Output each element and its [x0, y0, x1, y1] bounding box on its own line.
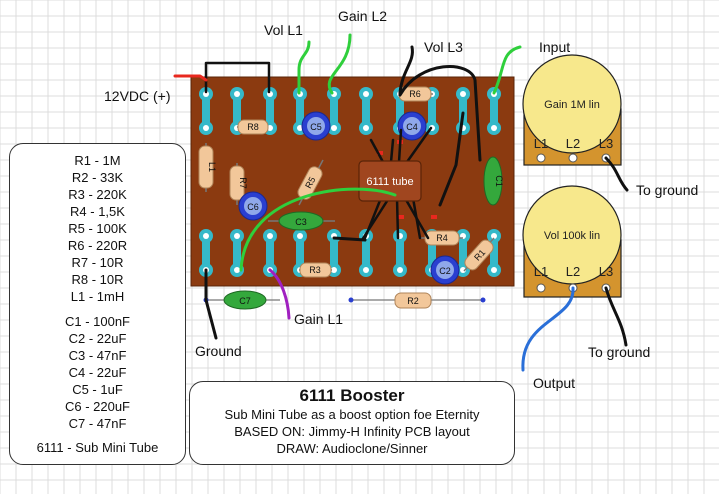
gain-pot-label: Gain 1M lin: [544, 99, 600, 111]
r2-label: R2: [407, 296, 419, 306]
vol-pot-lug-3: L3: [599, 264, 613, 279]
vol-pot: Vol 100k lin L1 L2 L3: [522, 185, 622, 298]
title-heading: 6111 Booster: [299, 386, 405, 405]
parts-list: R1 - 1M R2 - 33K R3 - 220K R4 - 1,5K R5 …: [9, 143, 186, 465]
c6-label: C6: [247, 202, 259, 212]
gain-pot-lug-3: L3: [599, 136, 613, 151]
r4-label: R4: [436, 233, 448, 243]
c7-label: C7: [239, 296, 251, 306]
parts-list-item: R2 - 33K: [71, 170, 124, 185]
resistor-r1: R1: [463, 237, 495, 272]
c3-label: C3: [295, 217, 307, 227]
output-label: Output: [533, 375, 575, 391]
title-line-3: DRAW: Audioclone/Sinner: [276, 441, 428, 456]
parts-list-item: R1 - 1M: [74, 153, 121, 168]
gain-pot-lug-2: L2: [566, 136, 580, 151]
vol-pot-lug-1: L1: [534, 264, 548, 279]
capacitor-c7: C7: [203, 290, 280, 310]
tube-label: 6111 tube: [366, 176, 413, 188]
strip-bottom: [393, 229, 407, 277]
strip-top: [359, 87, 373, 135]
r6-label: R6: [409, 89, 421, 99]
capacitor-c2: C2: [430, 255, 460, 285]
parts-list-item: 6111 - Sub Mini Tube: [36, 440, 159, 455]
parts-list-item: R8 - 10R: [71, 272, 124, 287]
title-block: 6111 Booster Sub Mini Tube as a boost op…: [189, 381, 515, 465]
capacitor-c4: C4: [397, 111, 427, 141]
inductor-l1: L1: [198, 143, 217, 192]
gain-l2-label: Gain L2: [338, 8, 387, 24]
parts-list-item: C7 - 47nF: [68, 416, 127, 431]
parts-list-item: R3 - 220K: [68, 187, 127, 202]
resistor-r2: R2: [348, 292, 486, 309]
to-ground-label-1: To ground: [636, 182, 698, 198]
tube-leads: [360, 126, 433, 242]
ground-label: Ground: [195, 343, 242, 359]
strip-bottom: [487, 229, 501, 277]
parts-list-item: C6 - 220uF: [64, 399, 131, 414]
wires: [173, 33, 629, 372]
capacitor-c3: C3: [268, 211, 335, 231]
parts-list-item: L1 - 1mH: [70, 289, 125, 304]
vol-pot-label: Vol 100k lin: [544, 230, 600, 242]
gain-l1-label: Gain L1: [294, 311, 343, 327]
parts-list-item: R7 - 10R: [71, 255, 124, 270]
parts-list-item: C1 - 100nF: [64, 314, 131, 329]
parts-list-item: R5 - 100K: [68, 221, 127, 236]
resistor-r3: R3: [299, 262, 332, 278]
resistor-r8: R8: [237, 119, 269, 135]
resistor-r7: R7: [229, 163, 248, 205]
power-label: 12VDC (+): [104, 88, 171, 104]
parts-list-item: C5 - 1uF: [72, 382, 123, 397]
title-line-1: Sub Mini Tube as a boost option foe Eter…: [224, 407, 480, 422]
strip-top: [327, 87, 341, 135]
r3-label: R3: [309, 265, 321, 275]
r7-label: R7: [238, 177, 248, 189]
capacitor-c1: C1: [483, 156, 504, 206]
input-label: Input: [539, 39, 570, 55]
strip-bottom: [230, 229, 244, 277]
vol-l1-label: Vol L1: [264, 22, 303, 38]
c2-label: C2: [439, 266, 451, 276]
gain-pot-lug-1: L1: [534, 136, 548, 151]
title-line-2: BASED ON: Jimmy-H Infinity PCB layout: [234, 424, 470, 439]
gain-pot: Gain 1M lin L1 L2 L3: [522, 54, 622, 166]
parts-list-item: C4 - 22uF: [68, 365, 127, 380]
tube-6111: 6111 tube: [358, 160, 422, 202]
strip-top: [199, 87, 213, 135]
parts-list-item: C2 - 22uF: [68, 331, 127, 346]
c5-label: C5: [310, 122, 322, 132]
vol-l3-label: Vol L3: [424, 39, 463, 55]
parts-list-item: R4 - 1,5K: [70, 204, 125, 219]
parts-list-item: C3 - 47nF: [68, 348, 127, 363]
vol-pot-lug-2: L2: [566, 264, 580, 279]
r8-label: R8: [247, 122, 259, 132]
capacitor-c5: C5: [301, 111, 331, 141]
c1-label: C1: [494, 175, 504, 187]
l1-label: L1: [207, 162, 217, 172]
r5-label: R5: [303, 175, 317, 190]
c4-label: C4: [406, 122, 418, 132]
parts-list-item: R6 - 220R: [67, 238, 128, 253]
capacitor-c6: C6: [238, 191, 268, 221]
to-ground-label-2: To ground: [588, 344, 650, 360]
